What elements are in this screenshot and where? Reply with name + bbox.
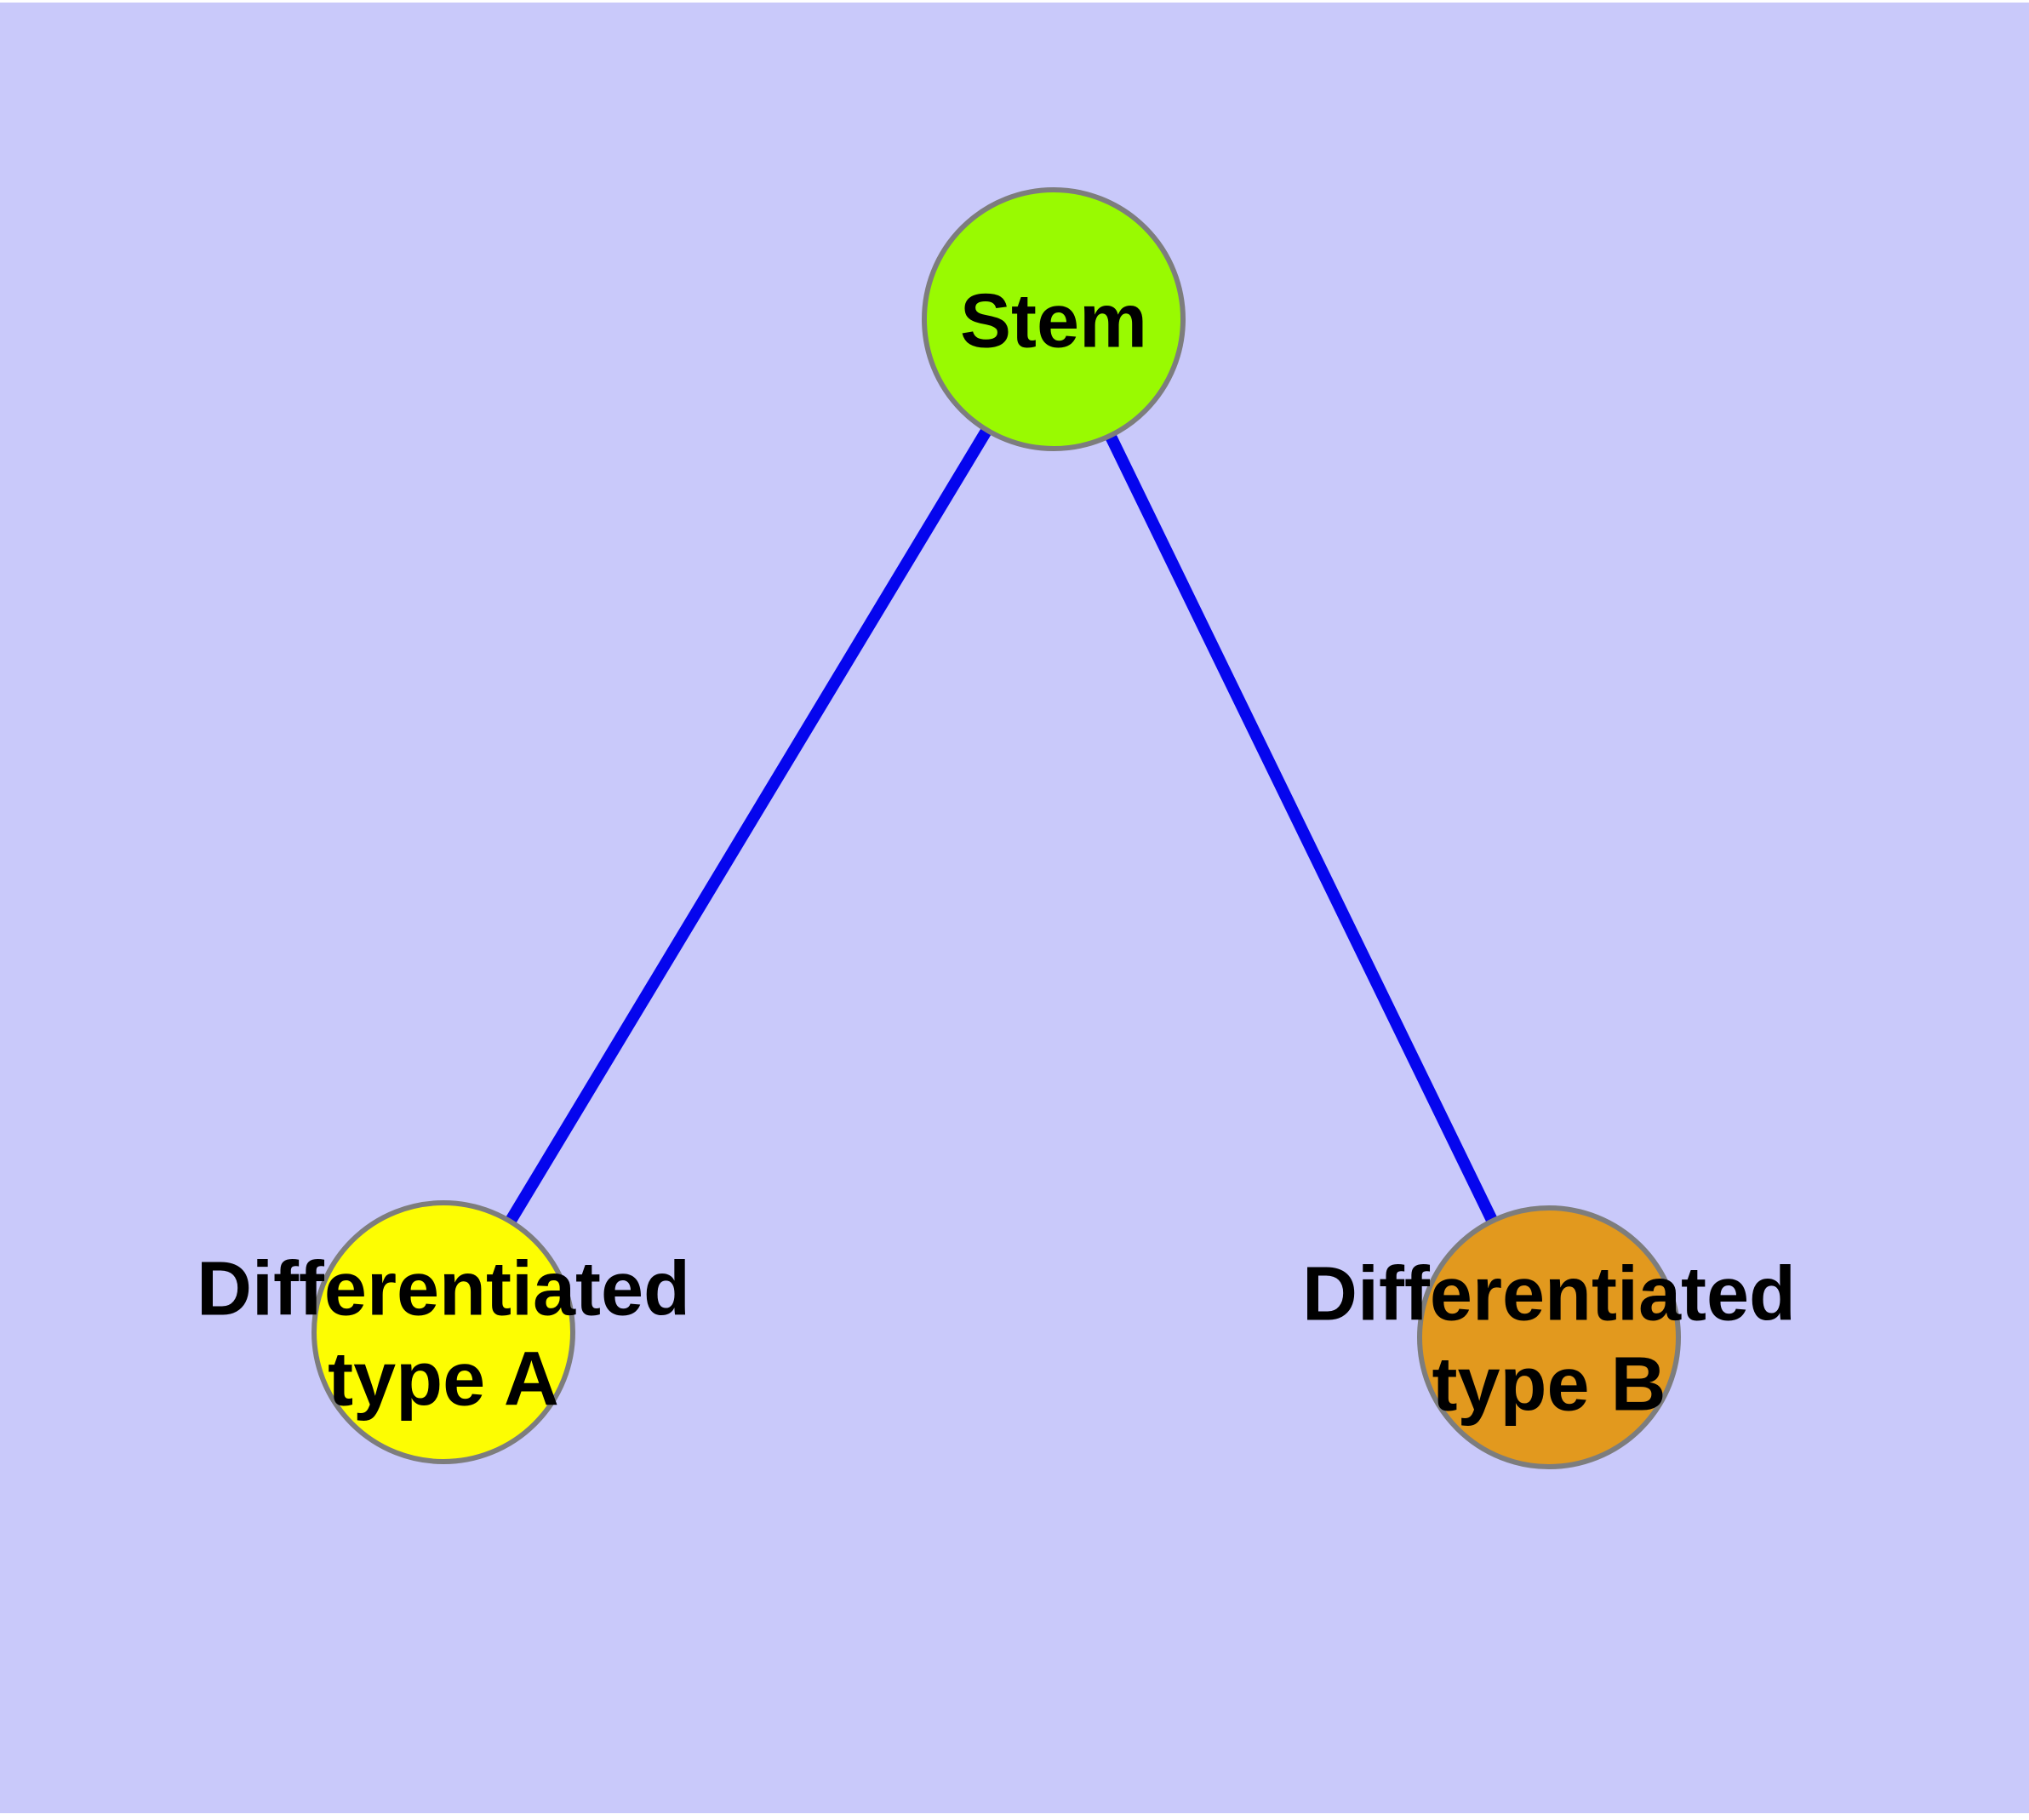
- node-circle-differentiated-type-a: [311, 1200, 575, 1464]
- node-circle-stem: [922, 187, 1186, 451]
- node-stem: Stem: [922, 187, 1186, 451]
- node-label-line: Differentiated: [1302, 1252, 1796, 1337]
- node-label-line: Differentiated: [197, 1247, 690, 1332]
- node-label-line: type A: [328, 1337, 559, 1422]
- node-circle-differentiated-type-b: [1417, 1205, 1681, 1469]
- edge-stem-to-differentiated-type-b: [1048, 316, 1555, 1341]
- node-label-line: type B: [1432, 1342, 1666, 1428]
- edge-stem-to-differentiated-type-a: [438, 316, 1059, 1336]
- node-label-stem: Stem: [960, 279, 1147, 364]
- node-label-line: Stem: [960, 279, 1147, 364]
- edges-layer: [438, 316, 1555, 1341]
